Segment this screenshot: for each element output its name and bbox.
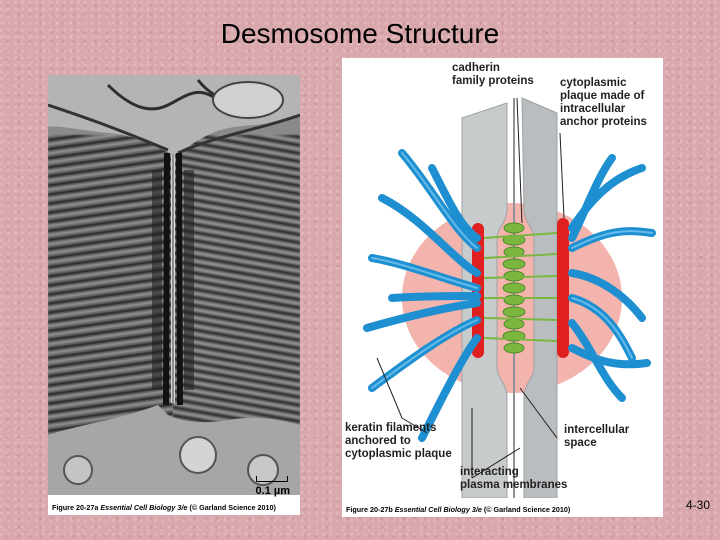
schematic-caption: Figure 20-27b Essential Cell Biology 3/e… — [346, 505, 570, 514]
slide-number: 4-30 — [685, 498, 710, 512]
desmosome-schematic — [363, 97, 656, 498]
scale-bar — [256, 476, 288, 482]
label-keratin-filaments: keratin filaments anchored to cytoplasmi… — [345, 422, 452, 460]
label-cadherin: cadherin family proteins — [452, 62, 534, 87]
micrograph-caption-credit: (© Garland Science 2010) — [189, 503, 276, 512]
electron-micrograph-panel: 0.1 µm Figure 20-27a Essential Cell Biol… — [48, 75, 300, 515]
label-cytoplasmic-plaque: cytoplasmic plaque made of intracellular… — [560, 77, 647, 128]
micrograph-caption: Figure 20-27a Essential Cell Biology 3/e… — [52, 503, 276, 512]
slide-title: Desmosome Structure — [220, 18, 500, 49]
schematic-caption-figure: Figure 20-27b — [346, 505, 393, 514]
cadherin-stack — [502, 222, 526, 354]
schematic-caption-credit: (© Garland Science 2010) — [483, 505, 571, 514]
label-plasma-membranes: interacting plasma membranes — [460, 466, 568, 491]
left-membrane — [461, 102, 508, 498]
right-plaque — [557, 218, 569, 358]
label-intercellular-space: intercellular space — [564, 424, 630, 449]
schematic-panel: cadherin family proteins cytoplasmic pla… — [342, 58, 663, 517]
electron-micrograph — [48, 75, 300, 495]
micrograph-caption-figure: Figure 20-27a — [52, 503, 99, 512]
micrograph-caption-book: Essential Cell Biology 3/e — [100, 503, 188, 512]
scale-label: 0.1 µm — [255, 485, 290, 497]
schematic-caption-book: Essential Cell Biology 3/e — [394, 505, 482, 514]
